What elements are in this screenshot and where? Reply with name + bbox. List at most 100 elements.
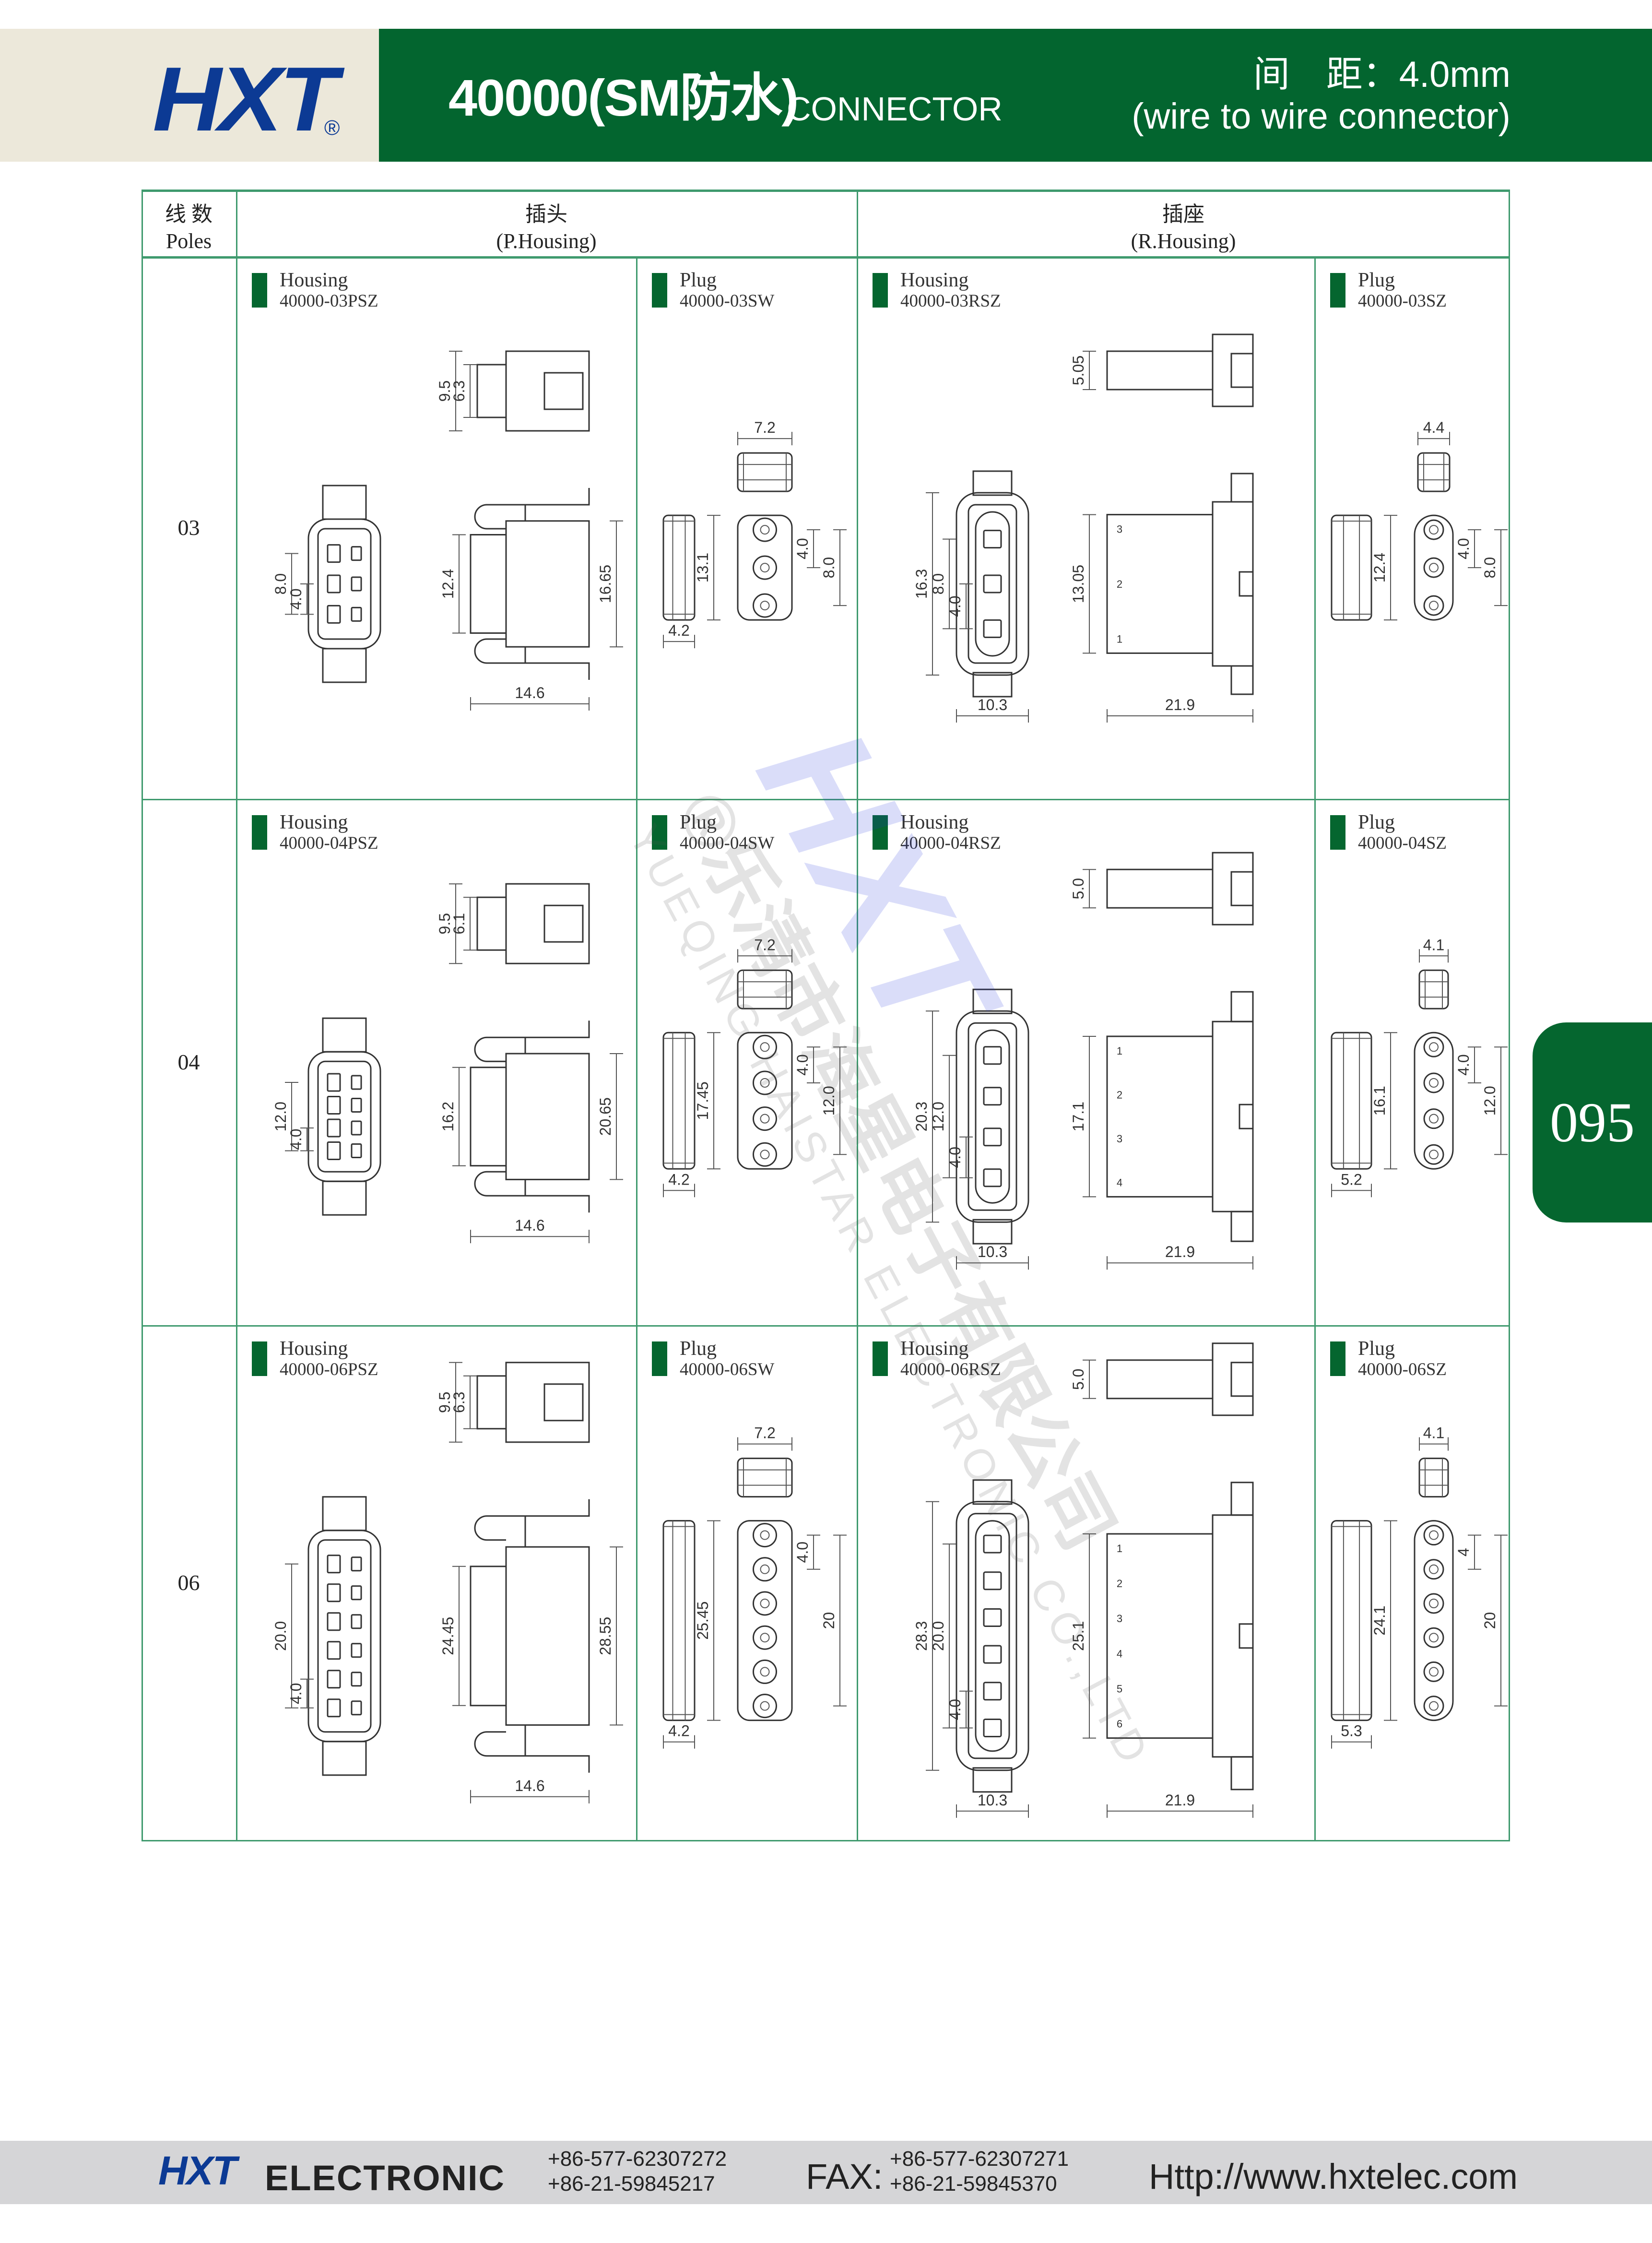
terminal-slot [327,574,341,593]
grid-line-vertical [1314,257,1316,1840]
seal-side-view [1331,514,1372,621]
dimension-vertical: 20 [820,1534,847,1707]
part-number: 40000-04SZ [1358,833,1447,853]
terminal-lock [351,1672,362,1687]
terminal-lock [351,1097,362,1113]
wire-hole [1423,1036,1444,1057]
dimension-label: 4.0 [287,1128,305,1150]
p-housing-column-header: 插头 (P.Housing) [236,201,857,255]
housing-flange [1212,852,1254,926]
dimension-vertical: 4.0 [1455,1046,1481,1083]
grid-line-horizontal [142,799,1510,800]
dimension-horizontal: 10.3 [956,1792,1029,1818]
latch-tab-bottom [1230,1211,1254,1242]
part-number: 40000-06RSZ [900,1360,1001,1379]
dimension-label: 6.1 [450,913,468,934]
dimension-label: 4.0 [287,1683,305,1704]
dimension-label: 4.4 [1423,419,1444,436]
footer-website-link[interactable]: Http://www.hxtelec.com [1149,2157,1518,2196]
terminal-slot [327,544,341,563]
wire-hole [1423,1627,1444,1648]
dimension-horizontal: 10.3 [956,1243,1029,1270]
seal-face [737,1520,793,1721]
top-view: 5.0 [1070,1342,1254,1416]
terminal-slot [327,1141,341,1160]
pin-number: 1 [1117,633,1122,645]
dimension-label: 4.0 [794,1542,811,1563]
wire-hole [1423,1559,1444,1580]
wire-hole-inner [1429,1150,1439,1160]
part-number: 40000-06SW [680,1360,775,1379]
terminal-slot [983,1645,1002,1664]
wire-hole [1423,519,1444,540]
seal-body [1331,514,1372,621]
seal-body [1418,1458,1449,1498]
wire-hole-inner [1429,563,1439,573]
latch-slot [543,372,584,410]
pin-number: 1 [1117,1543,1122,1555]
housing-nose [476,364,507,418]
dimension-label: 14.6 [515,1217,544,1234]
footer-fax-1: +86-577-62307271 [890,2147,1069,2171]
dimension-vertical: 9.5 [436,1362,462,1443]
wire-hole [753,1659,777,1684]
dimension-label: 12.0 [930,1102,947,1131]
terminal-slot [983,1682,1002,1701]
terminal-slot [327,1670,341,1689]
terminal-lock [351,1643,362,1658]
dimension-label: 8.0 [1481,557,1499,578]
wire-hole-inner [1429,1530,1439,1540]
latch-slot [1230,353,1254,388]
green-marker-icon [1330,1341,1345,1376]
pitch-spec: 间 距：4.0mm [1253,57,1510,94]
dimension-horizontal: 4.2 [663,1722,695,1749]
seal-side-view [662,514,696,621]
dimension-horizontal: 5.2 [1331,1171,1372,1198]
dimension-vertical: 12.4 [439,534,466,634]
grid-line-horizontal [142,1325,1510,1327]
registered-mark: ® [324,116,340,140]
latch-hook-top [474,488,590,530]
housing-body [307,1051,381,1182]
dimension-vertical: 16.2 [439,1067,466,1166]
dimension-label: 24.1 [1371,1605,1388,1635]
terminal-slot [327,1583,341,1602]
dimension-label: 5.2 [1341,1171,1362,1188]
housing-body [956,492,1029,676]
product-kind-label: Plug [1358,269,1395,291]
green-marker-icon [652,815,667,850]
grid-line-horizontal [142,190,1510,192]
dimension-label: 4.0 [1455,538,1472,559]
terminal-slot [327,1641,341,1660]
seal-top-view [737,969,793,1009]
dimension-vertical: 8.0 [930,538,956,629]
dimension-label: 28.3 [913,1621,930,1651]
terminal-slot [983,1571,1002,1590]
dimension-vertical: 25.1 [1070,1533,1096,1739]
footer-band [0,2141,1652,2204]
top-view: 5.0 [1070,852,1254,926]
housing-body [307,1530,381,1743]
dimension-label: 10.3 [978,696,1007,713]
dimension-vertical: 4.0 [794,1534,820,1570]
wire-hole-inner [760,1530,770,1540]
terminal-lock [351,606,362,622]
product-kind-label: Housing [900,1338,969,1360]
dimension-label: 16.3 [913,569,930,599]
housing-body [956,1501,1029,1771]
grid-line-vertical [857,190,858,1840]
dimension-vertical: 13.05 [1070,514,1096,654]
pin-number: 2 [1117,1089,1122,1101]
pin-number: 3 [1117,1613,1122,1625]
dimension-label: 12.4 [439,569,457,599]
seal-face [1414,1520,1454,1721]
seal-top-view [1417,452,1451,492]
